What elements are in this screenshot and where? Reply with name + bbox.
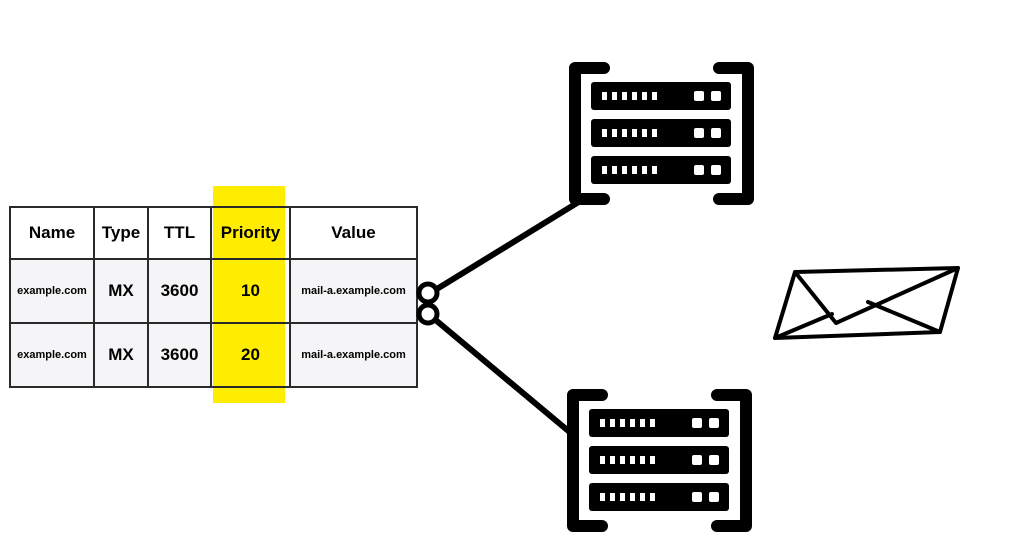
- cell-name: example.com: [9, 258, 95, 324]
- header-name: Name: [9, 206, 95, 260]
- header-value: Value: [289, 206, 418, 260]
- header-priority: Priority: [210, 206, 291, 260]
- cell-priority: 20: [210, 322, 291, 388]
- mx-records-table: Name Type TTL Priority Value example.com…: [9, 206, 418, 388]
- cell-type: MX: [93, 322, 149, 388]
- table-row: example.com MX 3600 20 mail-a.example.co…: [9, 322, 418, 388]
- header-ttl: TTL: [147, 206, 212, 260]
- cell-name: example.com: [9, 322, 95, 388]
- cell-ttl: 3600: [147, 322, 212, 388]
- cell-ttl: 3600: [147, 258, 212, 324]
- server-rack-icon: [569, 62, 754, 205]
- connection-lines: [429, 200, 580, 437]
- cell-type: MX: [93, 258, 149, 324]
- line-to-server-1: [429, 200, 580, 295]
- table-header-row: Name Type TTL Priority Value: [9, 206, 418, 260]
- line-to-server-2: [429, 314, 575, 437]
- table-row: example.com MX 3600 10 mail-a.example.co…: [9, 258, 418, 324]
- cell-value: mail-a.example.com: [289, 322, 418, 388]
- header-type: Type: [93, 206, 149, 260]
- envelope-icon: [773, 266, 960, 340]
- cell-priority: 10: [210, 258, 291, 324]
- server-rack-icon: [567, 389, 752, 532]
- connector-icon: [416, 281, 440, 326]
- cell-value: mail-a.example.com: [289, 258, 418, 324]
